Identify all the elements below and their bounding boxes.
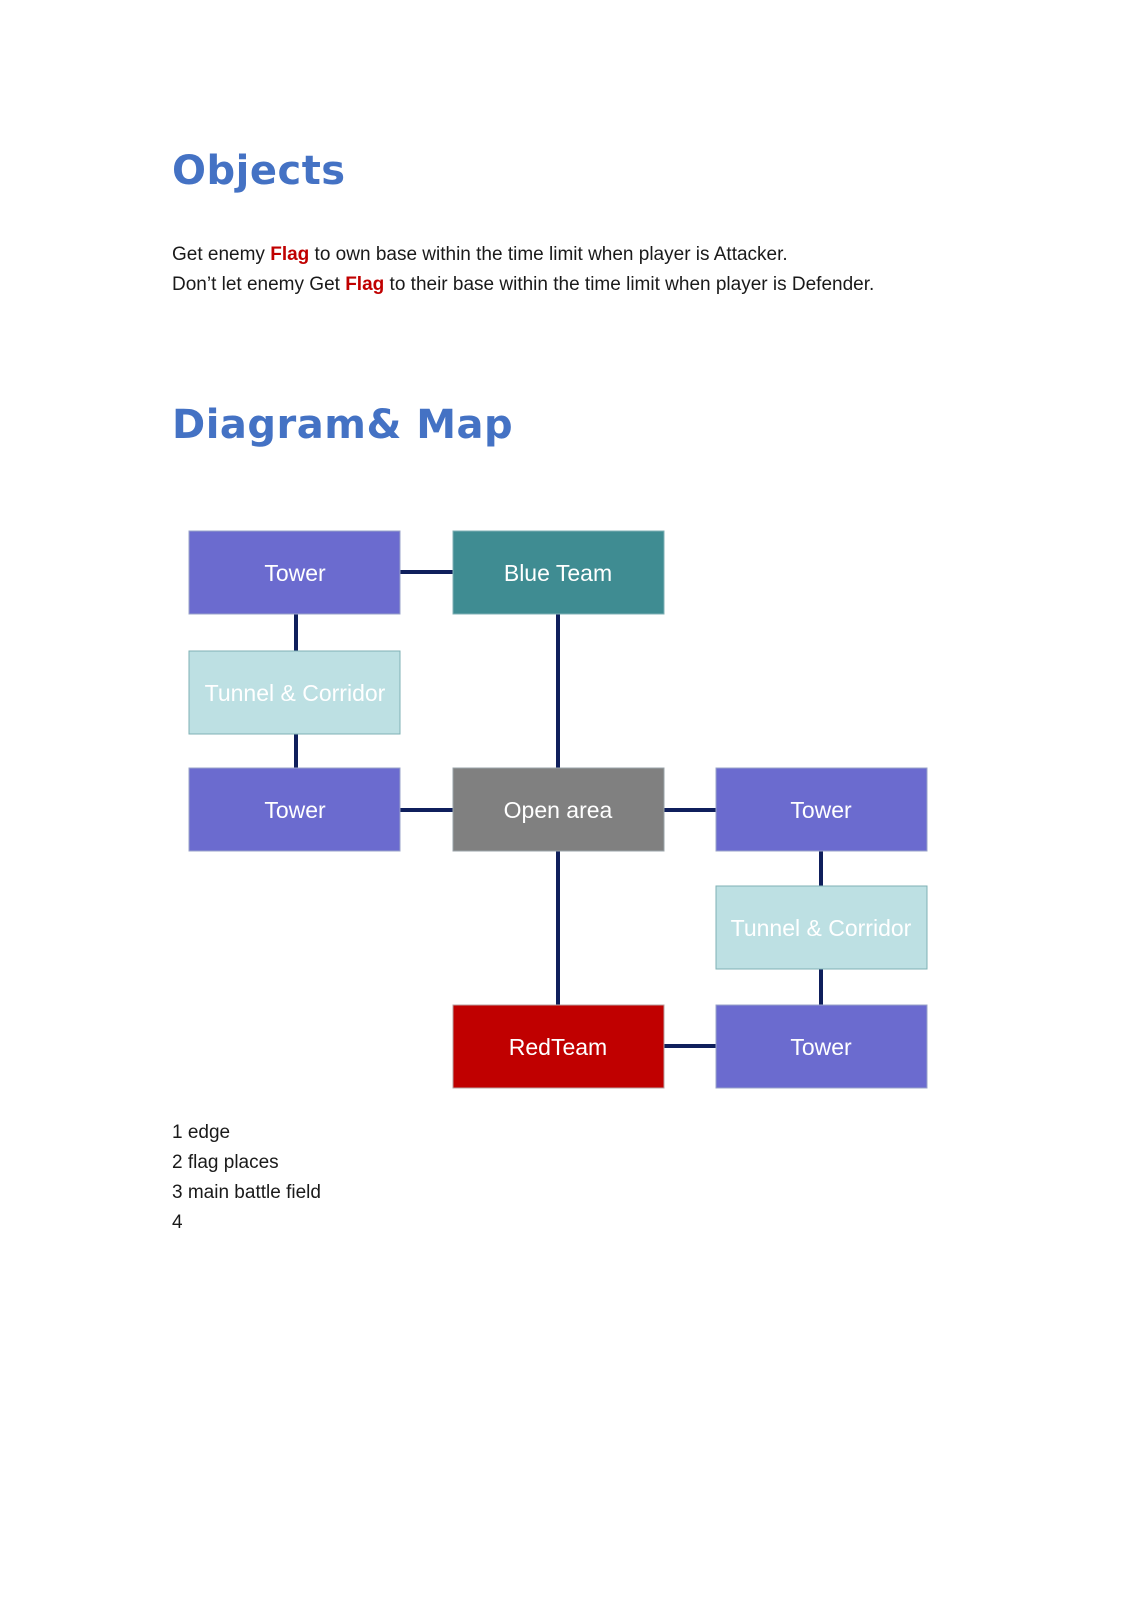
flag-keyword: Flag	[345, 274, 385, 295]
node-label: Open area	[504, 797, 613, 823]
node-label: Tower	[790, 797, 852, 823]
node-label: Tower	[790, 1034, 852, 1060]
diagram-heading: Diagram& Map	[172, 402, 514, 448]
note-item: 1 edge	[172, 1122, 231, 1143]
notes-list: 1 edge 2 flag places 3 main battle field…	[172, 1118, 321, 1238]
node-open-area: Open area	[452, 767, 665, 852]
node-tunnel-left: Tunnel & Corridor	[188, 650, 401, 735]
node-tower-mid-left: Tower	[188, 767, 401, 852]
node-red-team: RedTeam	[452, 1004, 665, 1089]
note-item: 3 main battle field	[172, 1182, 321, 1203]
node-blue-team: Blue Team	[452, 530, 665, 615]
objects-heading: Objects	[172, 148, 346, 194]
node-label: RedTeam	[509, 1034, 607, 1060]
objective-defender: Don’t let enemy Get Flag to their base w…	[172, 274, 875, 295]
node-label: Tunnel & Corridor	[731, 915, 912, 941]
note-item: 2 flag places	[172, 1152, 279, 1173]
node-label: Tower	[264, 560, 326, 586]
node-label: Tunnel & Corridor	[205, 680, 386, 706]
node-tunnel-right: Tunnel & Corridor	[715, 885, 928, 970]
node-label: Tower	[264, 797, 326, 823]
note-item: 4	[172, 1212, 183, 1233]
node-tower-top-left: Tower	[188, 530, 401, 615]
connectors	[294, 570, 823, 1048]
node-tower-bottom-right: Tower	[715, 1004, 928, 1089]
node-tower-mid-right: Tower	[715, 767, 928, 852]
flag-keyword: Flag	[270, 244, 310, 265]
node-label: Blue Team	[504, 560, 612, 586]
objective-attacker: Get enemy Flag to own base within the ti…	[172, 244, 788, 265]
